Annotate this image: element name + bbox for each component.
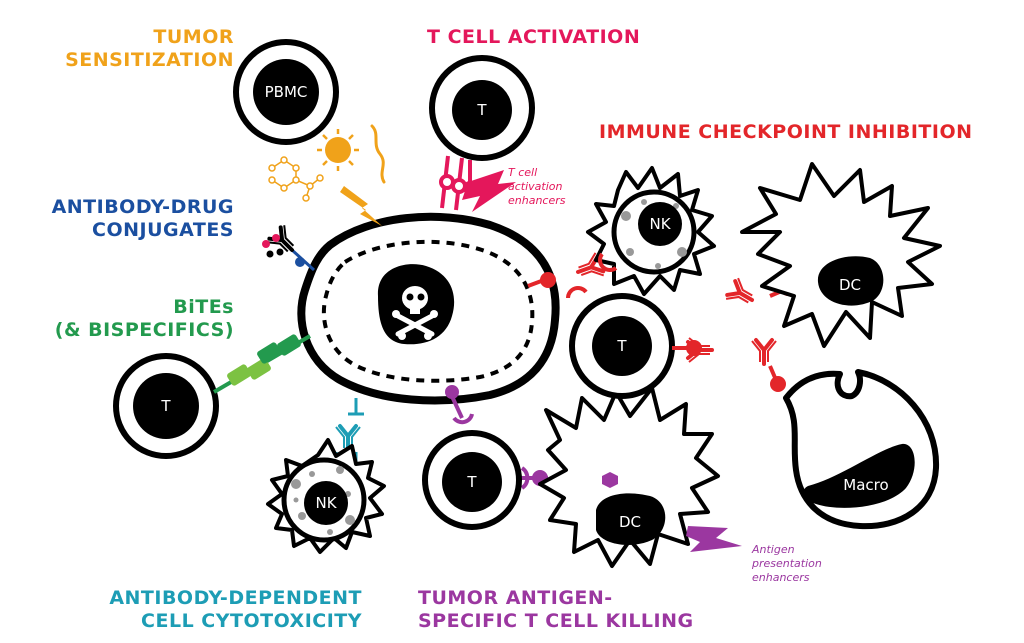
svg-text:T: T xyxy=(476,101,487,119)
label-t-cell-activation: T CELL ACTIVATION xyxy=(427,26,641,48)
lightning-icon xyxy=(686,526,742,552)
adc-antibody xyxy=(262,225,316,272)
svg-text:T: T xyxy=(616,337,627,355)
svg-text:DC: DC xyxy=(619,513,641,531)
label-tumor-sensitization: TUMOR SENSITIZATION xyxy=(65,26,234,71)
checkpoint-link xyxy=(527,250,607,299)
label-adcc: ANTIBODY-DEPENDENT CELL CYTOTOXICITY xyxy=(109,587,362,632)
sun-icon xyxy=(317,129,359,171)
skull-crossbones-icon xyxy=(377,264,455,345)
virus-icon xyxy=(370,124,386,184)
svg-text:Macro: Macro xyxy=(843,476,888,494)
pbmc-cell: PBMC xyxy=(233,39,339,145)
svg-text:DC: DC xyxy=(839,276,861,294)
dc-cell-bottom: DC xyxy=(538,386,720,568)
sublabel-antigen-presentation-enhancers: Antigen presentation enhancers xyxy=(752,543,822,584)
nk-receptor xyxy=(598,252,618,272)
label-immune-checkpoint-inhibition: IMMUNE CHECKPOINT INHIBITION xyxy=(599,121,973,143)
label-antibody-drug-conjugates: ANTIBODY-DRUG CONJUGATES xyxy=(51,196,234,241)
pbmc-label: PBMC xyxy=(265,83,308,101)
label-bites: BiTEs (& BISPECIFICS) xyxy=(54,296,234,341)
dc-cell-right: DC xyxy=(740,162,942,348)
bispecific-engager xyxy=(212,334,312,394)
svg-text:T: T xyxy=(160,397,171,415)
macrophage-cell: Macro xyxy=(783,369,940,530)
svg-text:T: T xyxy=(466,473,477,491)
t-cell-mid: T xyxy=(569,293,675,399)
nk-cell-bottom: NK xyxy=(266,438,386,554)
t-cell-bottom: T xyxy=(422,430,522,530)
sublabel-t-cell-activation-enhancers: T cell activation enhancers xyxy=(508,166,566,207)
svg-text:NK: NK xyxy=(315,494,337,512)
lightning-icon xyxy=(340,186,382,226)
molecule-icon xyxy=(268,156,324,202)
tumor-cell xyxy=(297,212,560,405)
t-cell-left: T xyxy=(113,353,219,459)
lightning-icon xyxy=(462,170,516,212)
nk-cell-top: NK xyxy=(586,166,716,296)
checkpoint-right xyxy=(672,275,796,392)
t-cell-top: T xyxy=(429,55,535,161)
label-tumor-antigen-killing: TUMOR ANTIGEN- SPECIFIC T CELL KILLING xyxy=(418,587,694,632)
svg-text:NK: NK xyxy=(649,215,671,233)
